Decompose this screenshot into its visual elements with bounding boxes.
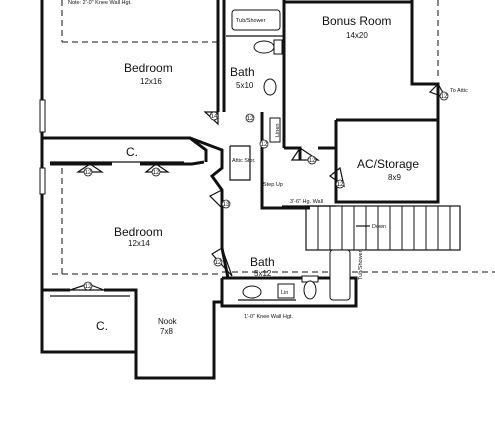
wall-hall-right bbox=[284, 146, 302, 160]
stairs bbox=[317, 206, 451, 250]
knee-wall-note-bottom: 1'-0" Knee Wall Hgt. bbox=[244, 314, 293, 320]
sink-bottom bbox=[242, 285, 262, 299]
door-tag-circle bbox=[259, 139, 269, 149]
door-bedroom-main bbox=[208, 189, 223, 210]
bedroom-top-name: Bedroom bbox=[124, 61, 173, 75]
ac-storage-size: 8x9 bbox=[388, 173, 401, 182]
door-tag-label: 12 bbox=[153, 170, 160, 176]
wall-closet-top-row bbox=[42, 136, 208, 162]
nook-size: 7x8 bbox=[160, 327, 173, 336]
door-tag-label: 12 bbox=[247, 116, 254, 122]
door-tag-circle bbox=[245, 113, 255, 123]
wall-bonus-right bbox=[410, 0, 440, 180]
bedroom-top-size: 12x16 bbox=[140, 77, 162, 86]
wall-closet-bottom-r bbox=[104, 288, 138, 352]
door-tag-label: 12 bbox=[85, 284, 92, 290]
attic-storage-label: Attic Stor. bbox=[232, 158, 256, 164]
tub-bottom bbox=[329, 249, 351, 301]
door-hall bbox=[290, 147, 320, 161]
wall-closet-lower-r bbox=[140, 160, 205, 166]
down-label: Down bbox=[372, 224, 386, 230]
bonus-room-size: 14x20 bbox=[346, 31, 368, 40]
door-tag-label: 12 bbox=[85, 170, 92, 176]
bonus-room-name: Bonus Room bbox=[322, 14, 391, 28]
door-tag-circle bbox=[83, 167, 93, 177]
step-up-label: Step Up bbox=[263, 182, 283, 188]
tub-top-label: Tub/Shower bbox=[236, 18, 266, 24]
door-tag-circle bbox=[221, 199, 231, 209]
door-tag-label: 12 bbox=[215, 260, 222, 266]
wall-ac-storage bbox=[334, 118, 440, 204]
ht-wall-note: 3'-6" Hg. Wall bbox=[290, 199, 323, 205]
wall-left-exterior bbox=[40, 138, 222, 380]
door-tag-circle bbox=[439, 91, 449, 101]
door-tag-label: 12 bbox=[261, 142, 268, 148]
toilet-bottom-bowl bbox=[303, 280, 317, 300]
ac-storage-name: AC/Storage bbox=[357, 157, 419, 171]
door-tag-label: 12 bbox=[337, 182, 344, 188]
door-tag-circle bbox=[335, 179, 345, 189]
linen-top bbox=[269, 117, 281, 143]
door-tag-label: 12 bbox=[309, 158, 316, 164]
door-tag-label: 13 bbox=[223, 202, 230, 208]
stairs-box bbox=[305, 205, 461, 251]
door-tag-circle bbox=[213, 257, 223, 267]
knee-wall-note-top: Note: 2'-0" Knee Wall Hgt. bbox=[68, 0, 132, 6]
door-tag-circle bbox=[151, 167, 161, 177]
closet-bottom-label: C. bbox=[96, 319, 108, 333]
toilet-top-tank bbox=[273, 39, 283, 55]
door-bath-bottom bbox=[211, 247, 233, 277]
nook-name: Nook bbox=[158, 317, 178, 326]
bath-top-size: 5x10 bbox=[236, 81, 254, 90]
tub-top bbox=[231, 9, 281, 31]
sink-top bbox=[263, 78, 277, 96]
window-left-top bbox=[39, 99, 46, 133]
bath-bottom-size: 5x12 bbox=[254, 269, 272, 278]
door-tag-label: 12 bbox=[441, 94, 448, 100]
closet-top-label: C. bbox=[126, 145, 138, 159]
door-tag-circle bbox=[307, 155, 317, 165]
bath-top-name: Bath bbox=[230, 65, 255, 79]
lin-bottom bbox=[277, 283, 295, 299]
wall-bath-bottom-top bbox=[220, 247, 230, 279]
toilet-top-bowl bbox=[253, 40, 275, 54]
door-tags: 12 12 12 14 12 12 12 13 12 12 12 bbox=[83, 91, 449, 291]
bedroom-main-size: 12x14 bbox=[128, 239, 150, 248]
to-attic-label: To Attic bbox=[450, 88, 468, 94]
door-tag-label: 14 bbox=[211, 114, 218, 120]
bath-bottom-name: Bath bbox=[250, 255, 275, 269]
door-tag-circle bbox=[209, 111, 219, 121]
lin-label: Lin bbox=[281, 290, 288, 296]
wall-bonus-room bbox=[284, 0, 414, 4]
door-attic bbox=[428, 83, 448, 100]
door-tag-circle bbox=[83, 281, 93, 291]
linen-label: Linen bbox=[275, 124, 281, 137]
wall-attic-left bbox=[229, 145, 251, 181]
tub-bottom-label: Tub/Shower bbox=[358, 250, 364, 280]
bedroom-main-name: Bedroom bbox=[114, 225, 163, 239]
window-left-bottom bbox=[39, 167, 46, 195]
